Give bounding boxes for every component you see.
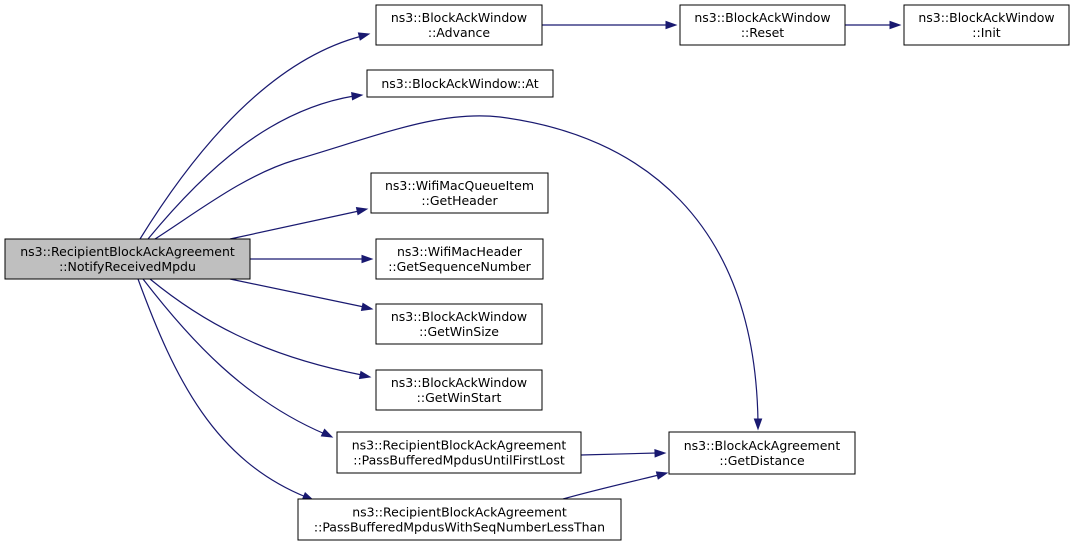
edge-notify-to-advance — [139, 32, 371, 240]
edge-line — [142, 278, 326, 435]
node-passseqless[interactable]: ns3::RecipientBlockAckAgreement::PassBuf… — [297, 498, 622, 541]
node-label: ::PassBufferedMpdusWithSeqNumberLessThan — [314, 520, 605, 535]
nodes-layer: ns3::RecipientBlockAckAgreement::NotifyR… — [4, 4, 1070, 541]
edge-notify-to-passseqless — [137, 278, 315, 501]
node-label: ::GetSequenceNumber — [388, 259, 531, 274]
edge-reset-to-init — [845, 20, 902, 30]
node-label: ::GetWinStart — [417, 390, 502, 405]
edge-advance-to-reset — [542, 20, 678, 30]
edge-line — [229, 278, 365, 308]
edge-notify-to-passfirstlost — [142, 278, 334, 438]
node-label: ::Reset — [741, 25, 784, 40]
arrowhead-icon — [889, 20, 902, 30]
edge-passseqless-to-getdistance — [562, 471, 669, 500]
node-advance[interactable]: ns3::BlockAckWindow::Advance — [375, 4, 543, 46]
edge-notify-to-getheader — [229, 206, 369, 240]
edge-notify-to-at — [147, 91, 364, 240]
node-box — [375, 238, 544, 280]
node-label: ::NotifyReceivedMpdu — [59, 259, 196, 274]
arrowhead-icon — [320, 428, 334, 438]
edge-notify-to-getwinsize — [229, 278, 374, 312]
node-label: ns3::BlockAckWindow — [391, 309, 527, 324]
node-box — [668, 431, 856, 475]
node-box — [375, 369, 543, 411]
node-passfirstlost[interactable]: ns3::RecipientBlockAckAgreement::PassBuf… — [336, 431, 582, 474]
node-label: ns3::BlockAckWindow — [694, 10, 830, 25]
node-box — [903, 4, 1070, 46]
node-label: ::Init — [972, 25, 1001, 40]
arrowhead-icon — [753, 418, 763, 431]
arrowhead-icon — [351, 91, 364, 101]
node-label: ns3::RecipientBlockAckAgreement — [20, 244, 235, 259]
node-label: ns3::BlockAckWindow — [918, 10, 1054, 25]
edge-passfirstlost-to-getdistance — [580, 449, 667, 458]
node-label: ns3::BlockAckWindow — [391, 10, 527, 25]
node-box — [679, 4, 846, 46]
arrowhead-icon — [655, 471, 669, 480]
node-getseq[interactable]: ns3::WifiMacHeader::GetSequenceNumber — [375, 238, 544, 280]
node-box — [4, 238, 251, 280]
arrowhead-icon — [361, 254, 374, 264]
edge-line — [147, 95, 355, 240]
arrowhead-icon — [360, 302, 374, 312]
edge-notify-to-getdistance — [154, 115, 763, 431]
node-reset[interactable]: ns3::BlockAckWindow::Reset — [679, 4, 846, 46]
node-box — [370, 172, 549, 214]
edge-line — [562, 474, 660, 500]
node-label: ::PassBufferedMpdusUntilFirstLost — [353, 453, 565, 468]
arrowhead-icon — [358, 370, 372, 380]
edge-line — [580, 452, 658, 456]
edges-layer — [137, 20, 902, 501]
edge-line — [139, 35, 363, 240]
edge-line — [154, 115, 759, 423]
node-box — [336, 431, 582, 474]
node-label: ns3::RecipientBlockAckAgreement — [352, 438, 567, 453]
node-label: ::GetWinSize — [419, 324, 499, 339]
node-label: ns3::BlockAckAgreement — [684, 438, 841, 453]
node-label: ::GetHeader — [421, 193, 498, 208]
edge-notify-to-getwinstart — [149, 278, 372, 380]
edge-notify-to-getseq — [250, 254, 374, 264]
node-getwinstart[interactable]: ns3::BlockAckWindow::GetWinStart — [375, 369, 543, 411]
node-label: ::Advance — [428, 25, 491, 40]
node-box — [366, 69, 554, 98]
node-label: ns3::BlockAckWindow — [391, 375, 527, 390]
node-getwinsize[interactable]: ns3::BlockAckWindow::GetWinSize — [375, 303, 543, 345]
node-label: ns3::BlockAckWindow::At — [381, 76, 538, 91]
node-at[interactable]: ns3::BlockAckWindow::At — [366, 69, 554, 98]
arrowhead-icon — [355, 206, 369, 216]
node-label: ::GetDistance — [719, 453, 805, 468]
node-box — [375, 4, 543, 46]
arrowhead-icon — [665, 20, 678, 30]
node-getheader[interactable]: ns3::WifiMacQueueItem::GetHeader — [370, 172, 549, 214]
node-label: ns3::WifiMacQueueItem — [385, 178, 534, 193]
node-getdistance[interactable]: ns3::BlockAckAgreement::GetDistance — [668, 431, 856, 475]
node-label: ns3::WifiMacHeader — [397, 244, 523, 259]
arrowhead-icon — [357, 32, 371, 41]
edge-line — [229, 210, 360, 240]
node-box — [375, 303, 543, 345]
node-notify[interactable]: ns3::RecipientBlockAckAgreement::NotifyR… — [4, 238, 251, 280]
arrowhead-icon — [654, 449, 667, 458]
edge-line — [149, 278, 363, 376]
node-box — [297, 498, 622, 541]
node-init[interactable]: ns3::BlockAckWindow::Init — [903, 4, 1070, 46]
node-label: ns3::RecipientBlockAckAgreement — [352, 505, 567, 520]
edge-line — [137, 278, 307, 498]
